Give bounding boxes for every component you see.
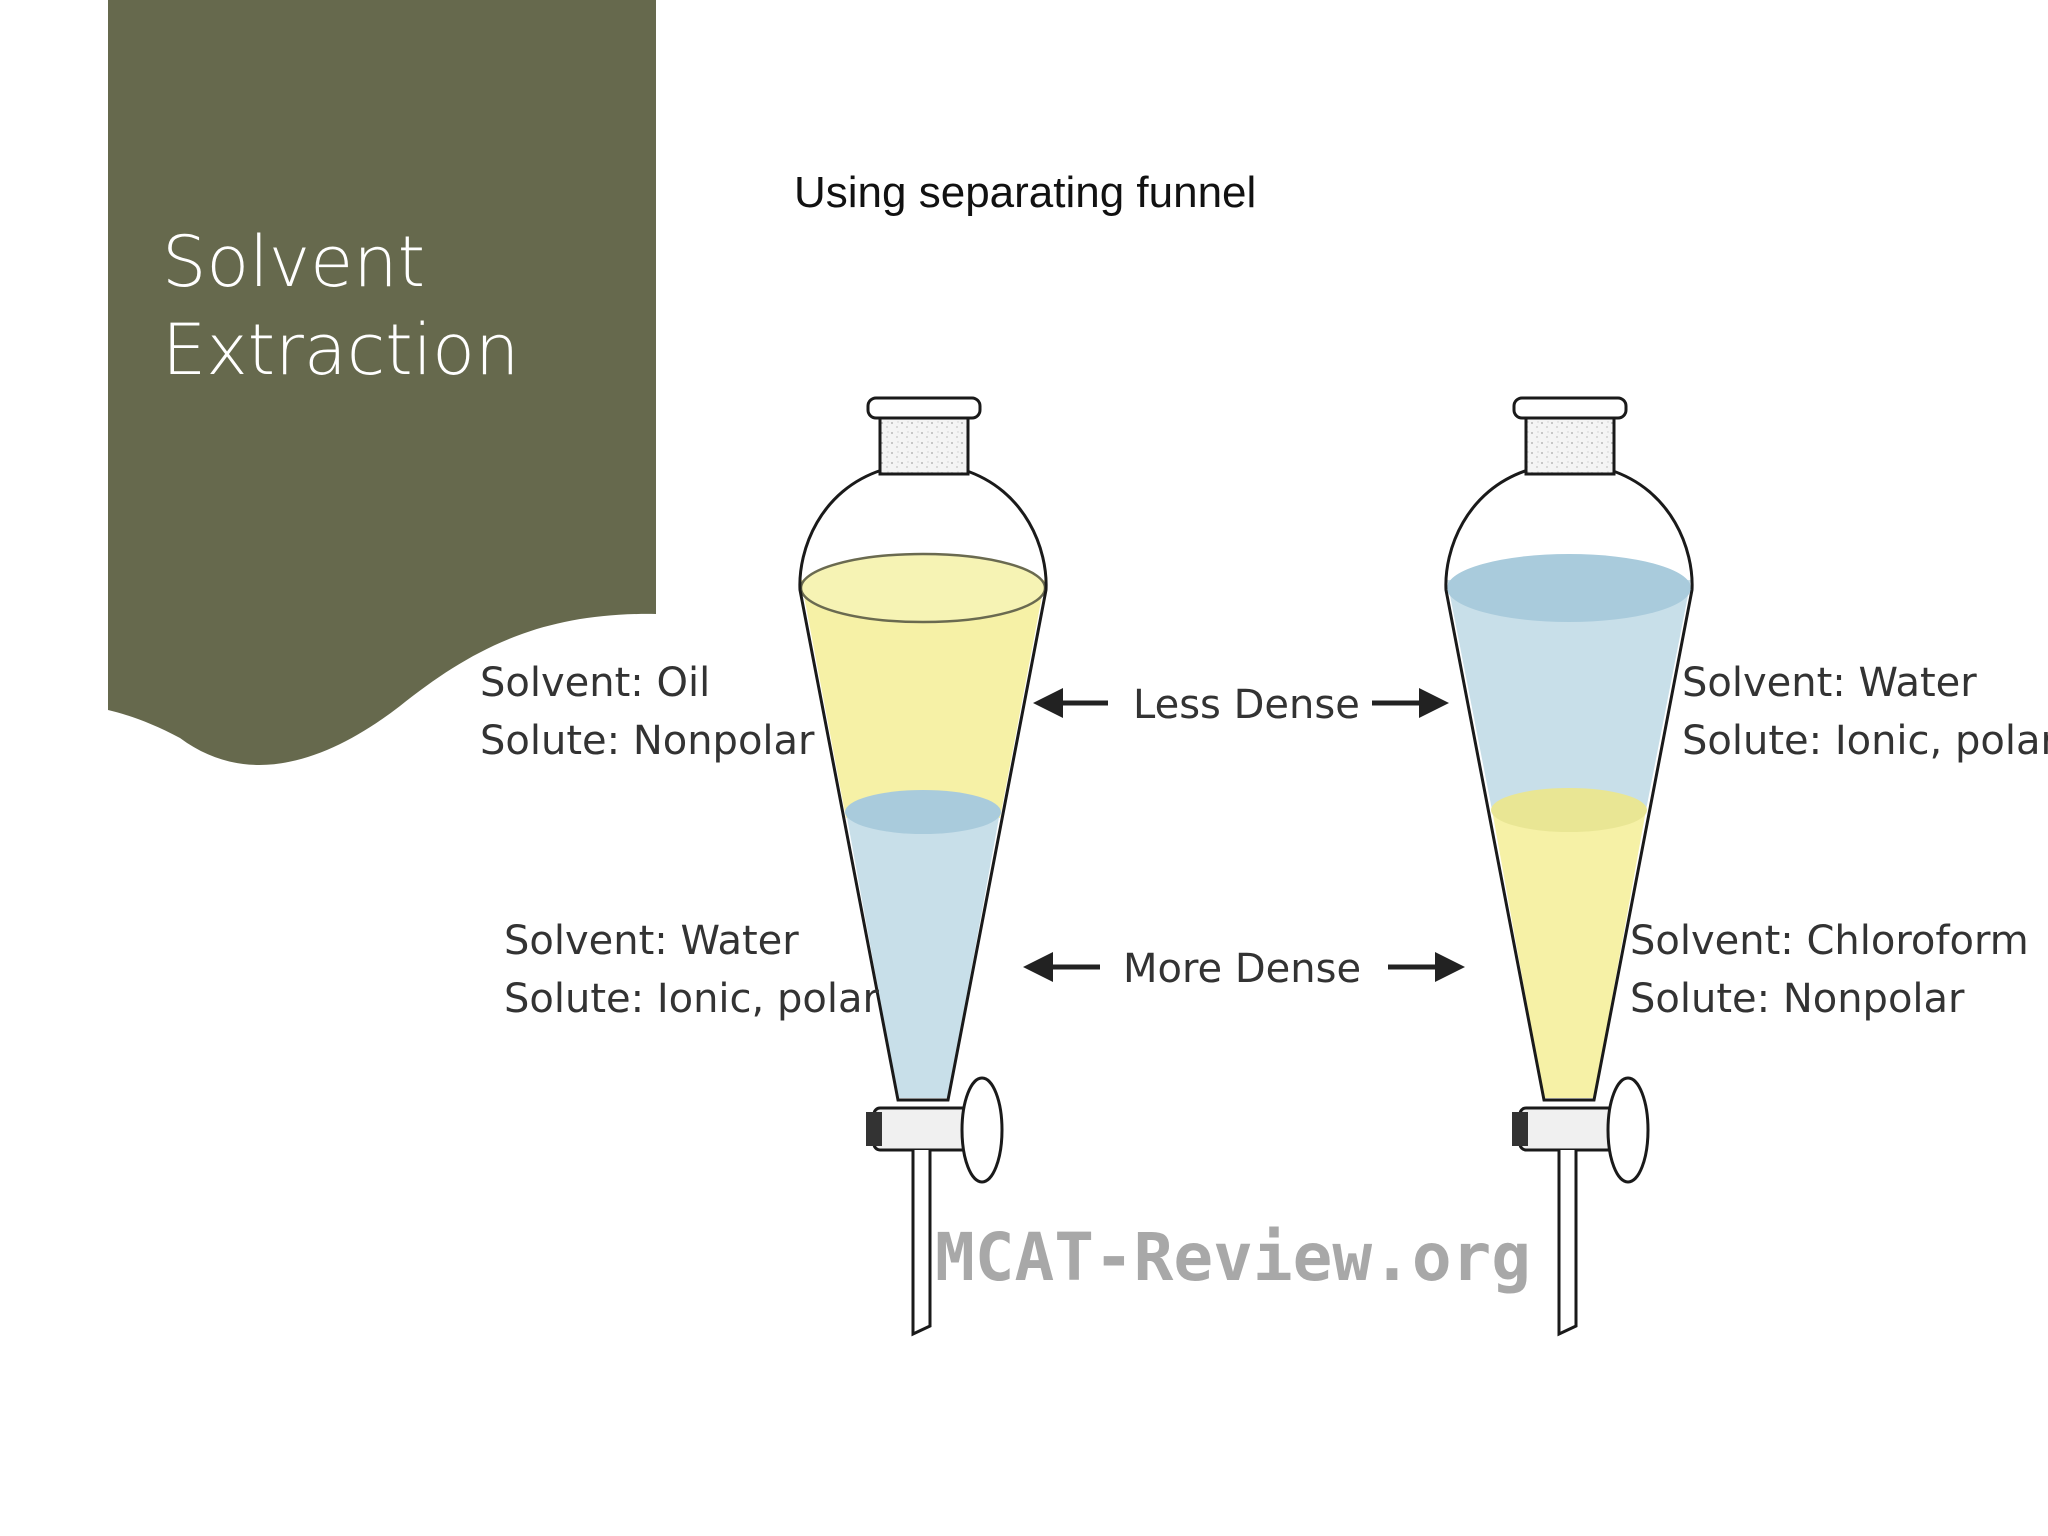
- title-panel-shape: [108, 0, 656, 765]
- slide-title-line-1: Solvent: [162, 221, 426, 303]
- right-funnel-stopcock-knob: [1512, 1112, 1528, 1146]
- right-top-solute-label: Solute: Ionic, polar: [1682, 718, 2048, 764]
- right-funnel-stem: [1557, 1150, 1578, 1337]
- right-funnel-bottom-layer: [1492, 810, 1646, 1098]
- right-bottom-solute-label: Solute: Nonpolar: [1630, 976, 1965, 1022]
- more-dense-label: More Dense: [1123, 946, 1361, 992]
- right-funnel-top-surface: [1447, 554, 1691, 622]
- left-top-solute-label: Solute: Nonpolar: [480, 718, 815, 764]
- right-top-solvent-label: Solvent: Water: [1682, 660, 1977, 706]
- watermark: MCAT-Review.org: [935, 1219, 1531, 1296]
- right-funnel-top-layer: [1447, 580, 1691, 810]
- left-top-solvent-label: Solvent: Oil: [480, 660, 710, 706]
- left-funnel-interface: [845, 790, 1001, 834]
- left-funnel-stopper-rim: [866, 396, 982, 420]
- right-funnel-interface: [1491, 788, 1647, 832]
- slide-title: Solvent Extraction: [162, 218, 642, 394]
- left-funnel-stem: [911, 1150, 932, 1337]
- left-funnel: [798, 396, 1048, 1337]
- right-funnel-stopper-rim: [1512, 396, 1628, 420]
- less-dense-label: Less Dense: [1133, 682, 1360, 728]
- right-funnel-stopcock-handle: [1606, 1076, 1650, 1184]
- left-funnel-stopper: [878, 408, 970, 476]
- right-bottom-solvent-label: Solvent: Chloroform: [1630, 918, 2029, 964]
- left-funnel-top-layer: [801, 580, 1045, 818]
- right-funnel-glass: [1444, 468, 1694, 1102]
- right-funnel: [1444, 396, 1694, 1337]
- left-funnel-stopcock-knob: [866, 1112, 882, 1146]
- left-funnel-stopcock-handle: [960, 1076, 1004, 1184]
- left-funnel-glass: [798, 468, 1048, 1102]
- slide-subtitle: Using separating funnel: [794, 168, 1257, 217]
- left-bottom-solvent-label: Solvent: Water: [504, 918, 799, 964]
- slide-title-line-2: Extraction: [162, 309, 520, 391]
- left-funnel-bottom-layer: [846, 812, 1000, 1098]
- left-funnel-top-surface: [799, 552, 1047, 624]
- right-funnel-stopper: [1524, 408, 1616, 476]
- left-bottom-solute-label: Solute: Ionic, polar: [504, 976, 879, 1022]
